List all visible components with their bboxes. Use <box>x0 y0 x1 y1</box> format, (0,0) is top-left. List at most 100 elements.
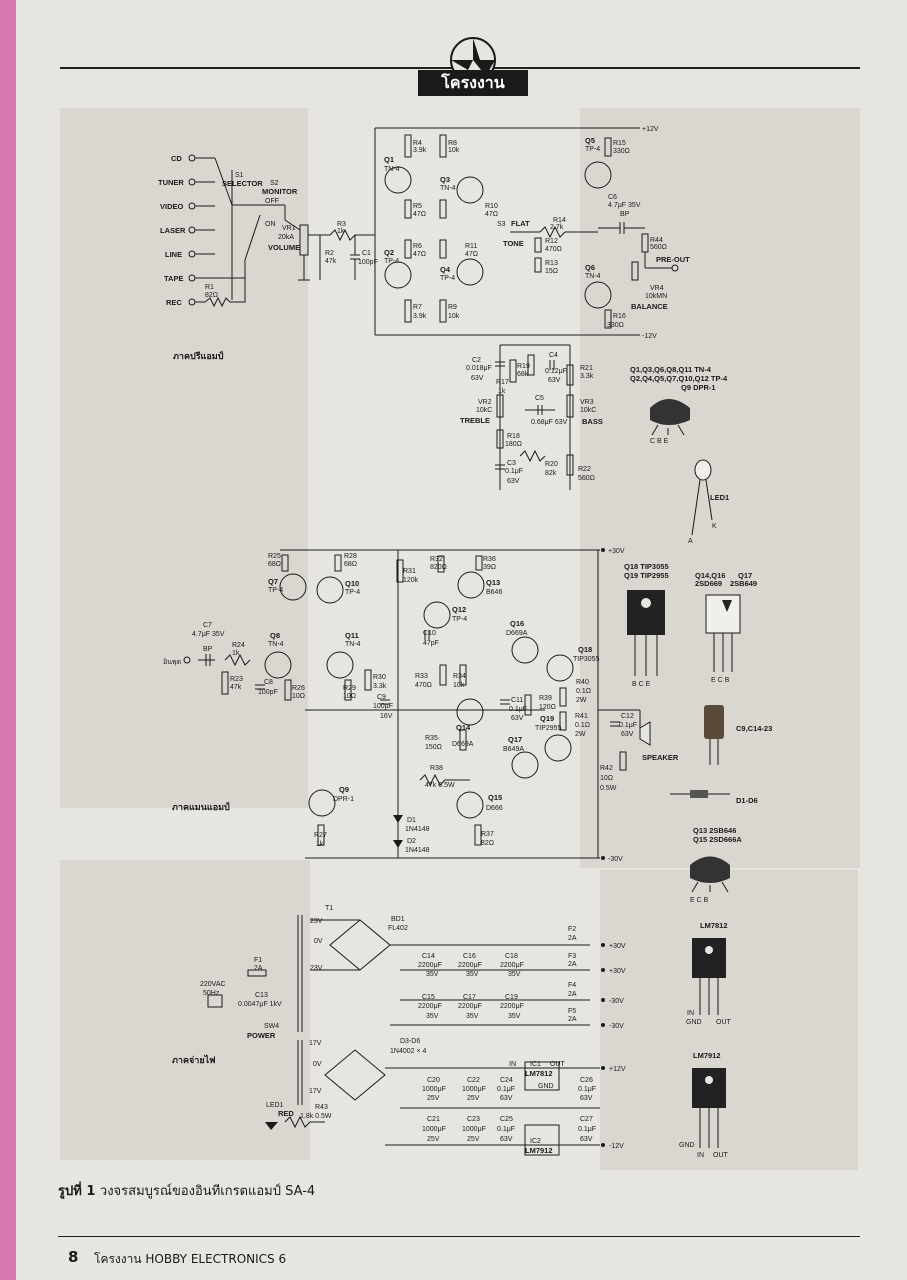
legend-lm7912: LM7912 <box>693 1051 721 1060</box>
label-r8: R8 <box>448 140 457 147</box>
label-f4-value: 2A <box>568 991 577 998</box>
label-r11-value: 47Ω <box>465 251 478 258</box>
lm7912-package-icon <box>692 1068 726 1108</box>
label-mains-frequency: 50Hz <box>203 990 220 997</box>
label-c20-value: 1000μF <box>422 1086 446 1093</box>
ic2-block <box>524 1124 560 1156</box>
label-c22: C22 <box>467 1077 480 1084</box>
label-r35: R35 <box>425 735 438 742</box>
label-q13-type: B646 <box>486 589 502 596</box>
label-f2-value: 2A <box>568 935 577 942</box>
legend-line-2: Q2,Q4,Q5,Q7,Q10,Q12 TP-4 <box>630 374 728 383</box>
label-s3: S3 <box>497 221 506 228</box>
label-r43-value: 1.8k 0.5W <box>300 1113 332 1120</box>
label-q19: Q19 <box>540 714 554 723</box>
label-s1: S1 <box>235 172 244 179</box>
label-ps-plus30v-b: +30V <box>609 968 626 975</box>
label-d2: D2 <box>407 838 416 845</box>
label-d2-type: 1N4148 <box>405 847 430 854</box>
legend-q13: Q13 2SB646 <box>693 826 736 835</box>
label-t1-23v-a: 23V <box>310 918 323 925</box>
label-c9: C9 <box>377 694 386 701</box>
label-r23: R23 <box>230 676 243 683</box>
label-sw4: SW4 <box>264 1023 279 1030</box>
label-c16: C16 <box>463 953 476 960</box>
label-r38: R38 <box>430 765 443 772</box>
led-power-icon <box>265 1122 278 1130</box>
label-plus12v: +12V <box>642 126 659 133</box>
background-text-column-left <box>60 108 308 808</box>
label-on: ON <box>265 221 276 228</box>
label-c15: C15 <box>422 994 435 1001</box>
label-c21-voltage: 25V <box>427 1136 440 1143</box>
label-q7-type: TP-4 <box>268 587 283 594</box>
legend-d1-d6: D1-D6 <box>736 796 758 805</box>
label-r9: R9 <box>448 304 457 311</box>
label-q1-type: TN-4 <box>384 166 400 173</box>
label-r31-value: 120k <box>403 577 419 584</box>
label-f5: F5 <box>568 1008 576 1015</box>
legend-pinout-bce: B C E <box>632 681 651 688</box>
label-r25: R25 <box>268 553 281 560</box>
label-minus30v: -30V <box>608 856 623 863</box>
label-c25-voltage: 63V <box>500 1136 513 1143</box>
legend-q14-part: 2SD669 <box>695 579 722 588</box>
legend-line-1: Q1,Q3,Q6,Q8,Q11 TN-4 <box>630 365 712 374</box>
label-c19-value: 2200μF <box>500 1003 524 1010</box>
label-r1-value: 82Ω <box>205 292 218 299</box>
label-ps-minus12v: -12V <box>609 1143 624 1150</box>
figure-caption: รูปที่ 1 วงจรสมบูรณ์ของอินทีเกรตแอมป์ SA… <box>58 1180 315 1201</box>
label-c18: C18 <box>505 953 518 960</box>
background-text-column-bottom-left <box>60 860 310 1160</box>
label-c17: C17 <box>463 994 476 1001</box>
label-c21-value: 1000μF <box>422 1126 446 1133</box>
label-r4-value: 3.9k <box>413 147 427 154</box>
label-r24-value: 1k <box>232 650 240 657</box>
label-ic1-in: IN <box>509 1061 516 1068</box>
label-vr4-value: 10kMN <box>645 293 667 300</box>
label-c26-value: 0.1μF <box>578 1086 596 1093</box>
to92-package-icon <box>650 399 690 425</box>
label-r37-value: 82Ω <box>481 840 494 847</box>
label-q11: Q11 <box>345 631 359 640</box>
label-c6-bp: BP <box>620 211 630 218</box>
background-text-column-right <box>580 108 860 868</box>
label-q15: Q15 <box>488 793 502 802</box>
label-r23-value: 47k <box>230 684 242 691</box>
label-c15-voltage: 35V <box>426 1013 439 1020</box>
label-vr3: VR3 <box>580 399 594 406</box>
label-led1-red: RED <box>278 1109 294 1118</box>
label-t1-0v: 0V <box>314 938 323 945</box>
label-r3: R3 <box>337 221 346 228</box>
magazine-name: โครงงาน HOBBY ELECTRONICS 6 <box>94 1252 287 1266</box>
mainamp-section: +30V -30V <box>163 548 679 863</box>
bridge-rectifier-icon <box>329 919 391 971</box>
label-r44: R44 <box>650 237 663 244</box>
label-ic2-type: LM7912 <box>525 1146 553 1155</box>
label-r38-value: 47k 0.5W <box>425 782 455 789</box>
legend-q15: Q15 2SD666A <box>693 835 742 844</box>
label-r22: R22 <box>578 466 591 473</box>
label-ic1: IC1 <box>530 1061 541 1068</box>
label-c23-value: 1000μF <box>462 1126 486 1133</box>
label-q17-type: B649A <box>503 746 524 753</box>
label-r20-value: 82k <box>545 470 557 477</box>
label-c2-value: 0.018μF <box>466 365 492 372</box>
label-c12: C12 <box>621 713 634 720</box>
legend-q14: Q14,Q16 <box>695 571 725 580</box>
label-r32: R32 <box>430 556 443 563</box>
label-r6-value: 47Ω <box>413 251 426 258</box>
label-r11: R11 <box>465 243 477 250</box>
label-q10: Q10 <box>345 579 359 588</box>
label-c3: C3 <box>507 460 516 467</box>
label-c25-value: 0.1μF <box>497 1126 515 1133</box>
label-minus12v: -12V <box>642 333 657 340</box>
label-r7: R7 <box>413 304 422 311</box>
label-r6: R6 <box>413 243 422 250</box>
label-q2-type: TP-4 <box>384 258 399 265</box>
label-c12-value: 0.1μF <box>619 722 637 729</box>
label-c6: C6 <box>608 194 617 201</box>
label-r28: R28 <box>344 553 357 560</box>
label-c20-voltage: 25V <box>427 1095 440 1102</box>
